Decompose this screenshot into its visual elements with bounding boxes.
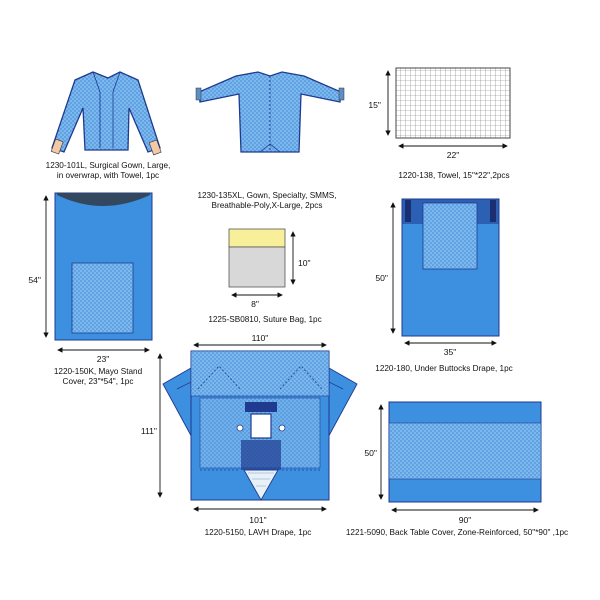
towel: 15" 22" 1220-138, Towel, 15"*22",2pcs — [368, 67, 511, 180]
buttocks-height: 50" — [375, 273, 388, 283]
buttocks-caption: 1220-180, Under Buttocks Drape, 1pc — [375, 364, 512, 373]
mayo-stand-cover: 54" 23" 1220-150K, Mayo Stand Cover, 23"… — [28, 192, 153, 386]
suture-width: 8" — [251, 299, 259, 309]
buttocks-width: 35" — [444, 347, 457, 357]
suture-height: 10" — [298, 258, 311, 268]
surgical-gown-large: 1230-101L, Surgical Gown, Large, in over… — [46, 71, 171, 180]
mayo-width: 23" — [97, 354, 110, 364]
towel-height: 15" — [368, 100, 381, 110]
lavh-height: 111" — [141, 426, 157, 436]
gown-xl-caption-1: 1230-135XL, Gown, Specialty, SMMS, — [197, 191, 336, 200]
mayo-caption-2: Cover, 23"*54", 1pc — [63, 377, 134, 386]
lavh-drape: 110" 111" 101" 1220-5150, LAVH Drape, 1p… — [141, 333, 358, 537]
specialty-gown-xl: 1230-135XL, Gown, Specialty, SMMS, Breat… — [195, 71, 345, 210]
lavh-caption: 1220-5150, LAVH Drape, 1pc — [205, 528, 312, 537]
suture-caption: 1225-SB0810, Suture Bag, 1pc — [208, 315, 321, 324]
back-table-height: 50" — [364, 448, 377, 458]
back-table-caption: 1221-5090, Back Table Cover, Zone-Reinfo… — [346, 528, 568, 537]
gown-caption-2: in overwrap, with Towel, 1pc — [57, 171, 159, 180]
back-table-cover: 50" 90" 1221-5090, Back Table Cover, Zon… — [346, 401, 568, 537]
mayo-height: 54" — [28, 275, 41, 285]
towel-caption: 1220-138, Towel, 15"*22",2pcs — [398, 171, 509, 180]
mayo-caption-1: 1220-150K, Mayo Stand — [54, 367, 143, 376]
under-buttocks-drape: 50" 35" 1220-180, Under Buttocks Drape, … — [375, 198, 513, 373]
lavh-bottom-width: 101" — [249, 515, 266, 525]
gown-caption-1: 1230-101L, Surgical Gown, Large, — [46, 161, 171, 170]
towel-width: 22" — [447, 150, 460, 160]
suture-bag: 10" 8" 1225-SB0810, Suture Bag, 1pc — [208, 228, 322, 324]
lavh-top-width: 110" — [252, 333, 269, 343]
gown-xl-caption-2: Breathable-Poly,X-Large, 2pcs — [212, 201, 323, 210]
back-table-width: 90" — [459, 515, 472, 525]
